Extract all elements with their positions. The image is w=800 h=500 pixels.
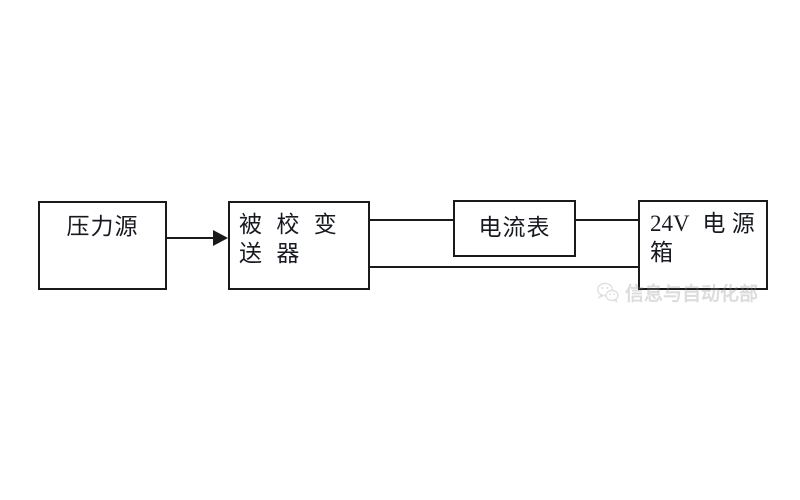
wechat-logo-icon [596, 282, 619, 302]
connector-ammeter-to-power-supply [576, 219, 639, 221]
block-power-supply-label: 24V 电 源箱 [650, 209, 762, 268]
block-pressure-source: 压力源 [38, 201, 167, 290]
connector-pressure-source-to-transmitter [167, 237, 221, 239]
block-transmitter-label: 被 校 变 送 器 [239, 211, 352, 267]
block-power-supply-voltage: 24V [650, 211, 690, 236]
connector-transmitter-to-ammeter [370, 219, 454, 221]
block-transmitter-under-calibration: 被 校 变 送 器 [228, 201, 370, 290]
block-ammeter-label: 电流表 [478, 214, 551, 240]
connector-transmitter-to-power-supply-return [370, 266, 639, 268]
arrow-head-icon [213, 230, 228, 246]
block-power-supply-24v: 24V 电 源箱 [638, 200, 768, 290]
block-pressure-source-label: 压力源 [66, 213, 139, 239]
block-power-supply-label-rest: 电 源箱 [650, 210, 755, 266]
block-ammeter: 电流表 [453, 200, 576, 257]
